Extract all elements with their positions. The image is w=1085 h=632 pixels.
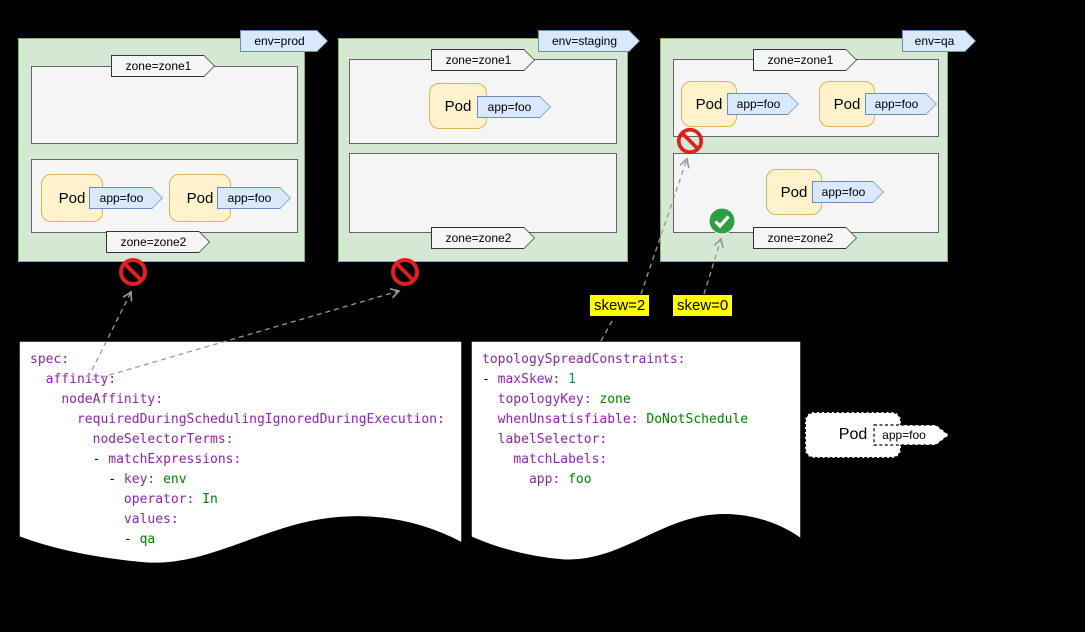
env-label-tag: env=staging — [538, 30, 640, 52]
topology-spread-yaml-document: topologySpreadConstraints:- maxSkew: 1 t… — [470, 340, 802, 570]
pod: Pod — [41, 174, 103, 222]
yaml-code: topologySpreadConstraints:- maxSkew: 1 t… — [482, 352, 749, 487]
yaml-code: spec: affinity: nodeAffinity: requiredDu… — [30, 352, 445, 547]
skew-label: skew=2 — [590, 295, 650, 316]
zone1-box — [31, 66, 298, 144]
pod-label: Pod — [838, 426, 868, 443]
pod-label: Pod — [444, 97, 472, 115]
app-label-tag: app=foo — [89, 187, 163, 209]
node-affinity-yaml-document: spec: affinity: nodeAffinity: requiredDu… — [18, 340, 463, 570]
env-label-tag: env=prod — [240, 30, 328, 52]
app-label-tag: app=foo — [727, 93, 799, 115]
pod-label: Pod — [780, 183, 808, 201]
app-label-text: app=foo — [882, 428, 926, 442]
env-label-tag: env=qa — [902, 30, 976, 52]
cluster-staging: Pod app=foo zone=zone1 zone=zone2 — [338, 38, 628, 262]
no-entry-icon — [391, 258, 419, 286]
pod-label: Pod — [58, 189, 86, 207]
zone-label-tag: zone=zone1 — [431, 49, 535, 71]
app-label-tag: app=foo — [477, 96, 551, 118]
app-label-tag: app=foo — [217, 187, 291, 209]
pod-label: Pod — [833, 95, 861, 113]
zone-label-tag: zone=zone2 — [753, 227, 857, 249]
document-shape — [18, 340, 463, 565]
zone-label-tag: zone=zone1 — [111, 55, 215, 77]
zone-label-tag: zone=zone2 — [431, 227, 535, 249]
zone-label-tag: zone=zone1 — [753, 49, 857, 71]
app-label-tag: app=foo — [812, 181, 884, 203]
cluster-qa: Pod Pod Pod app=foo app=foo app=foo zone… — [660, 38, 948, 262]
document-shape — [470, 340, 802, 561]
incoming-pod: Pod — [805, 412, 901, 458]
check-icon — [708, 207, 736, 235]
app-label-tag-dashed: app=foo — [873, 424, 950, 446]
pod-label: Pod — [695, 95, 723, 113]
pod-label: Pod — [186, 189, 214, 207]
no-entry-icon — [676, 127, 704, 155]
skew-label: skew=0 — [673, 295, 733, 316]
app-label-tag: app=foo — [865, 93, 937, 115]
zone-label-tag: zone=zone2 — [106, 231, 210, 253]
cluster-prod: Pod Pod app=foo app=foo zone=zone1 zone=… — [18, 38, 305, 262]
no-entry-icon — [119, 258, 147, 286]
zone2-box — [349, 153, 617, 233]
